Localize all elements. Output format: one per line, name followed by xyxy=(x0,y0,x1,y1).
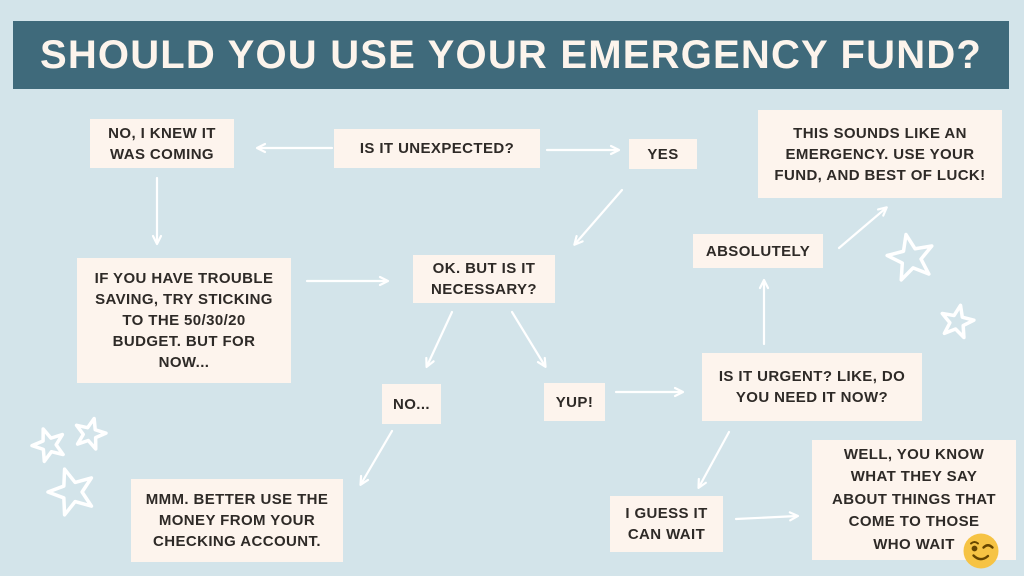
flow-node-no-i-knew: NO, I KNEW IT WAS COMING xyxy=(90,119,234,168)
star-icon xyxy=(72,415,109,451)
flow-node-no: NO... xyxy=(382,384,441,424)
arrow-urgent-to-guess xyxy=(697,430,731,489)
arrow-guess-to-well xyxy=(734,511,800,522)
star-icon xyxy=(43,462,100,517)
flow-node-trouble-saving: IF YOU HAVE TROUBLE SAVING, TRY STICKING… xyxy=(77,258,291,383)
flow-node-is-it-necessary: OK. BUT IS IT NECESSARY? xyxy=(413,255,555,303)
winking-face-emoji xyxy=(963,533,999,569)
page-title: SHOULD YOU USE YOUR EMERGENCY FUND? xyxy=(39,32,983,77)
arrow-necessary-to-yup xyxy=(510,310,547,368)
arrow-yes-to-necessary xyxy=(573,188,624,246)
flow-node-yup: YUP! xyxy=(544,383,605,421)
flow-node-it-can-wait: I GUESS IT CAN WAIT xyxy=(610,496,723,552)
star-icon xyxy=(28,423,69,463)
flow-node-use-your-fund: THIS SOUNDS LIKE AN EMERGENCY. USE YOUR … xyxy=(758,110,1002,198)
flow-node-use-checking-account: MMM. BETTER USE THE MONEY FROM YOUR CHEC… xyxy=(131,479,343,562)
star-icon xyxy=(884,230,938,282)
star-icon xyxy=(938,302,976,339)
flow-node-is-it-urgent: IS IT URGENT? LIKE, DO YOU NEED IT NOW? xyxy=(702,353,922,421)
arrow-necessary-to-no xyxy=(425,310,454,369)
flow-node-good-things-come-label: WELL, YOU KNOW WHAT THEY SAY ABOUT THING… xyxy=(831,445,996,553)
arrow-absolutely-to-emergency xyxy=(837,206,888,250)
flow-node-good-things-come: WELL, YOU KNOW WHAT THEY SAY ABOUT THING… xyxy=(812,440,1016,569)
title-banner: SHOULD YOU USE YOUR EMERGENCY FUND? xyxy=(13,21,1009,89)
arrow-no-to-checking xyxy=(359,429,394,486)
flow-node-absolutely: ABSOLUTELY xyxy=(693,234,823,268)
flow-node-yes: YES xyxy=(629,139,697,169)
flow-node-is-it-unexpected: IS IT UNEXPECTED? xyxy=(334,129,540,168)
